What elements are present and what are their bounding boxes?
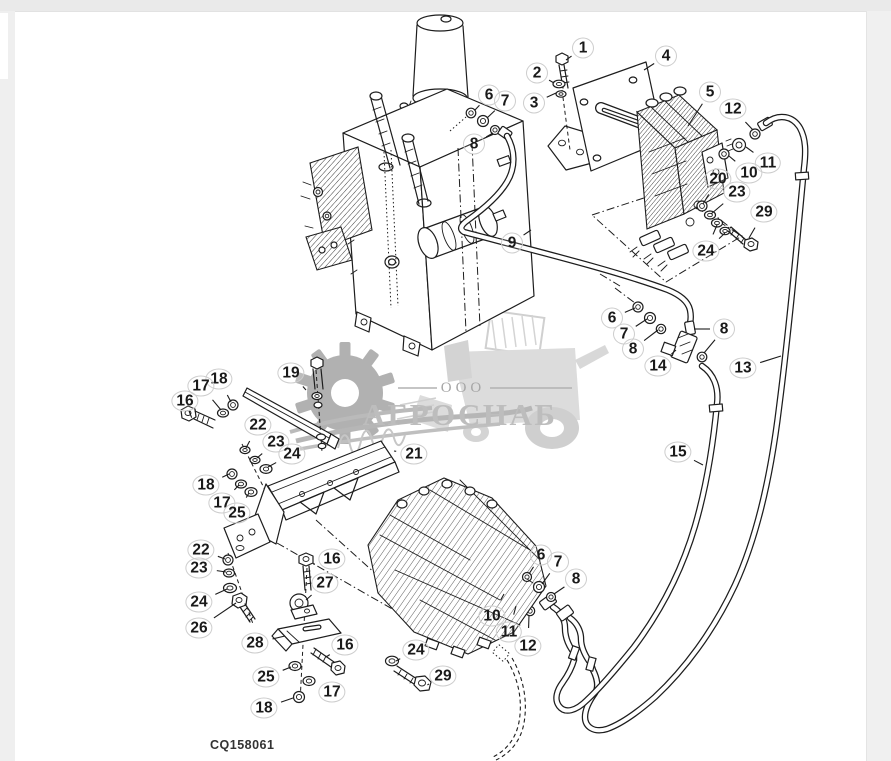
leader-line-13	[759, 355, 782, 364]
leader-line-16	[188, 410, 193, 418]
leader-line-6	[624, 307, 636, 313]
mid-fitting-cluster	[632, 301, 708, 364]
leader-line-27	[305, 594, 312, 601]
page-left-notch	[0, 13, 8, 79]
valve-mount-hardware	[696, 200, 759, 252]
leader-line-24	[395, 658, 401, 662]
leader-line-7	[635, 318, 648, 327]
leader-line-29	[427, 683, 430, 686]
leader-line-24	[215, 588, 228, 595]
leader-line-17	[212, 399, 222, 411]
leader-line-9	[523, 229, 532, 236]
leader-line-2	[548, 79, 555, 84]
leader-line-22	[217, 555, 226, 560]
hydraulic-tank	[300, 14, 535, 357]
leader-line-5	[687, 103, 703, 127]
leader-line-24	[712, 224, 718, 235]
tank-side-valve	[300, 146, 373, 271]
leader-line-6	[474, 104, 480, 111]
leader-line-8	[703, 339, 716, 354]
mounting-bracket	[547, 61, 664, 172]
leader-line-11	[745, 146, 754, 153]
leader-line-16	[325, 654, 331, 658]
leader-line-18	[280, 697, 294, 703]
figure-code: CQ158061	[210, 738, 274, 752]
control-valve-assembly	[629, 86, 729, 272]
right-bolt-pair	[384, 655, 432, 692]
leader-line-18	[222, 473, 230, 478]
leader-line-8	[643, 329, 659, 341]
watermark-company-prefix: ООО	[441, 380, 486, 396]
leader-line-10	[500, 593, 505, 601]
leader-line-7	[541, 572, 551, 585]
leader-line-22	[245, 440, 251, 449]
main-valve-block	[367, 477, 547, 659]
leader-line-19	[302, 386, 307, 391]
agrosnab-watermark: ООО АГРОСНАБ	[289, 309, 609, 455]
leader-line-8	[553, 586, 565, 595]
leader-line-24	[718, 232, 726, 240]
hose-end-elbows	[538, 593, 597, 672]
watermark-signature	[337, 428, 406, 455]
leader-line-14	[671, 349, 677, 355]
clamp-cluster	[271, 552, 346, 704]
leader-line-25	[245, 492, 250, 498]
bar-fasteners	[180, 399, 273, 501]
leader-line-20	[702, 194, 710, 205]
leader-line-25	[282, 666, 292, 671]
leader-line-23	[256, 453, 263, 459]
gear-icon	[295, 342, 395, 444]
hose-13	[581, 113, 810, 734]
leader-line-28	[272, 635, 286, 640]
page-left-border	[0, 11, 15, 761]
leader-line-11	[513, 605, 517, 615]
leader-line-26	[213, 602, 237, 619]
page-right-border	[866, 11, 891, 761]
leader-line-24	[267, 462, 277, 468]
leader-line-15	[693, 459, 704, 466]
tank-bottom-cylinder	[417, 205, 507, 259]
leader-line-10	[728, 155, 736, 162]
leader-line-7	[486, 110, 496, 119]
bracket-bolt-washers	[552, 52, 571, 151]
left-fastener-stack	[222, 552, 256, 625]
hose-15	[553, 362, 724, 714]
leader-line-29	[748, 227, 756, 239]
leader-line-4	[643, 63, 655, 71]
leader-line-8	[485, 132, 494, 138]
leader-line-17	[233, 484, 240, 491]
leader-line-23	[710, 203, 724, 215]
lower-exploded-fittings	[521, 571, 557, 603]
leader-line-18	[226, 394, 232, 403]
support-bar	[242, 356, 340, 453]
breather-tubes	[369, 91, 432, 208]
page-top-border	[0, 0, 891, 12]
mounting-frame	[223, 440, 400, 559]
hose-9	[458, 132, 696, 336]
hose13-fittings	[718, 128, 761, 160]
leader-line-6	[528, 566, 534, 575]
leader-line-12	[745, 121, 754, 131]
watermark-company-name: АГРОСНАБ	[363, 397, 558, 432]
leader-line-23	[216, 570, 227, 573]
leader-line-3	[546, 92, 557, 98]
leader-line-1	[565, 55, 572, 61]
callout-leader-lines	[188, 55, 782, 703]
harvester-icon	[396, 309, 609, 449]
